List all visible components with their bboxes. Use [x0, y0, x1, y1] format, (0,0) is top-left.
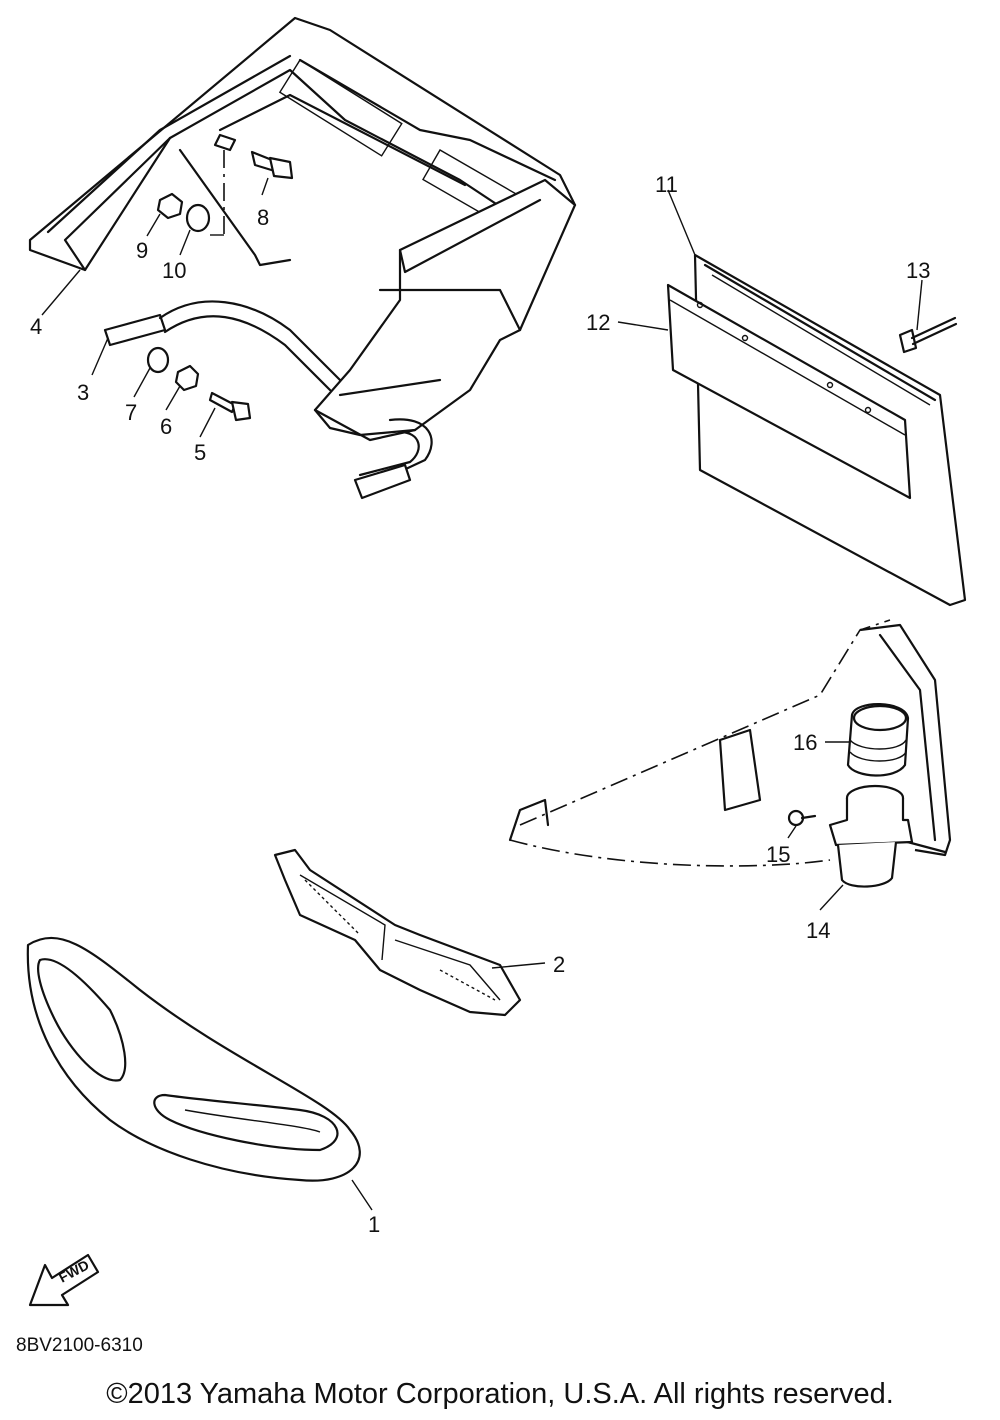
part-4-frame [28, 16, 577, 272]
callout-11: 11 [655, 172, 678, 197]
callout-4: 4 [30, 314, 42, 339]
part-14-socket [828, 784, 914, 888]
part-4-side-panel [313, 178, 577, 442]
callout-13: 13 [906, 258, 930, 283]
part-10-washer [185, 203, 211, 233]
part-1-cover [26, 936, 361, 1182]
callout-14: 14 [806, 918, 830, 943]
drawing-code: 8BV2100-6310 [16, 1335, 143, 1356]
part-16-bulb-cap [846, 703, 910, 777]
part-5-bolt [208, 391, 252, 422]
part-15-clip [787, 809, 817, 827]
copyright-notice: ©2013 Yamaha Motor Corporation, U.S.A. A… [106, 1378, 894, 1410]
callout-labels: 1 2 3 4 5 6 7 8 9 10 11 12 13 14 15 16 [30, 172, 930, 1237]
fwd-arrow-icon: FWD [28, 1253, 100, 1307]
part-6-nut [174, 364, 200, 392]
part-12-plate [666, 283, 912, 500]
callout-7: 7 [125, 400, 137, 425]
callout-1: 1 [368, 1212, 380, 1237]
part-9-nut [156, 192, 184, 220]
callout-3: 3 [77, 380, 89, 405]
part-2-reflector-strip [273, 848, 522, 1017]
part-7-washer [146, 346, 170, 374]
callout-9: 9 [136, 238, 148, 263]
callout-16: 16 [793, 730, 817, 755]
callout-12: 12 [586, 310, 610, 335]
callout-5: 5 [194, 440, 206, 465]
part-8-bolt [250, 150, 294, 180]
part-13-rivet [898, 316, 958, 354]
leader-lines [41, 177, 923, 1211]
callout-10: 10 [162, 258, 186, 283]
callout-15: 15 [766, 842, 790, 867]
part-3-rail [103, 300, 433, 500]
callout-2: 2 [553, 952, 565, 977]
callout-8: 8 [257, 205, 269, 230]
callout-6: 6 [160, 414, 172, 439]
